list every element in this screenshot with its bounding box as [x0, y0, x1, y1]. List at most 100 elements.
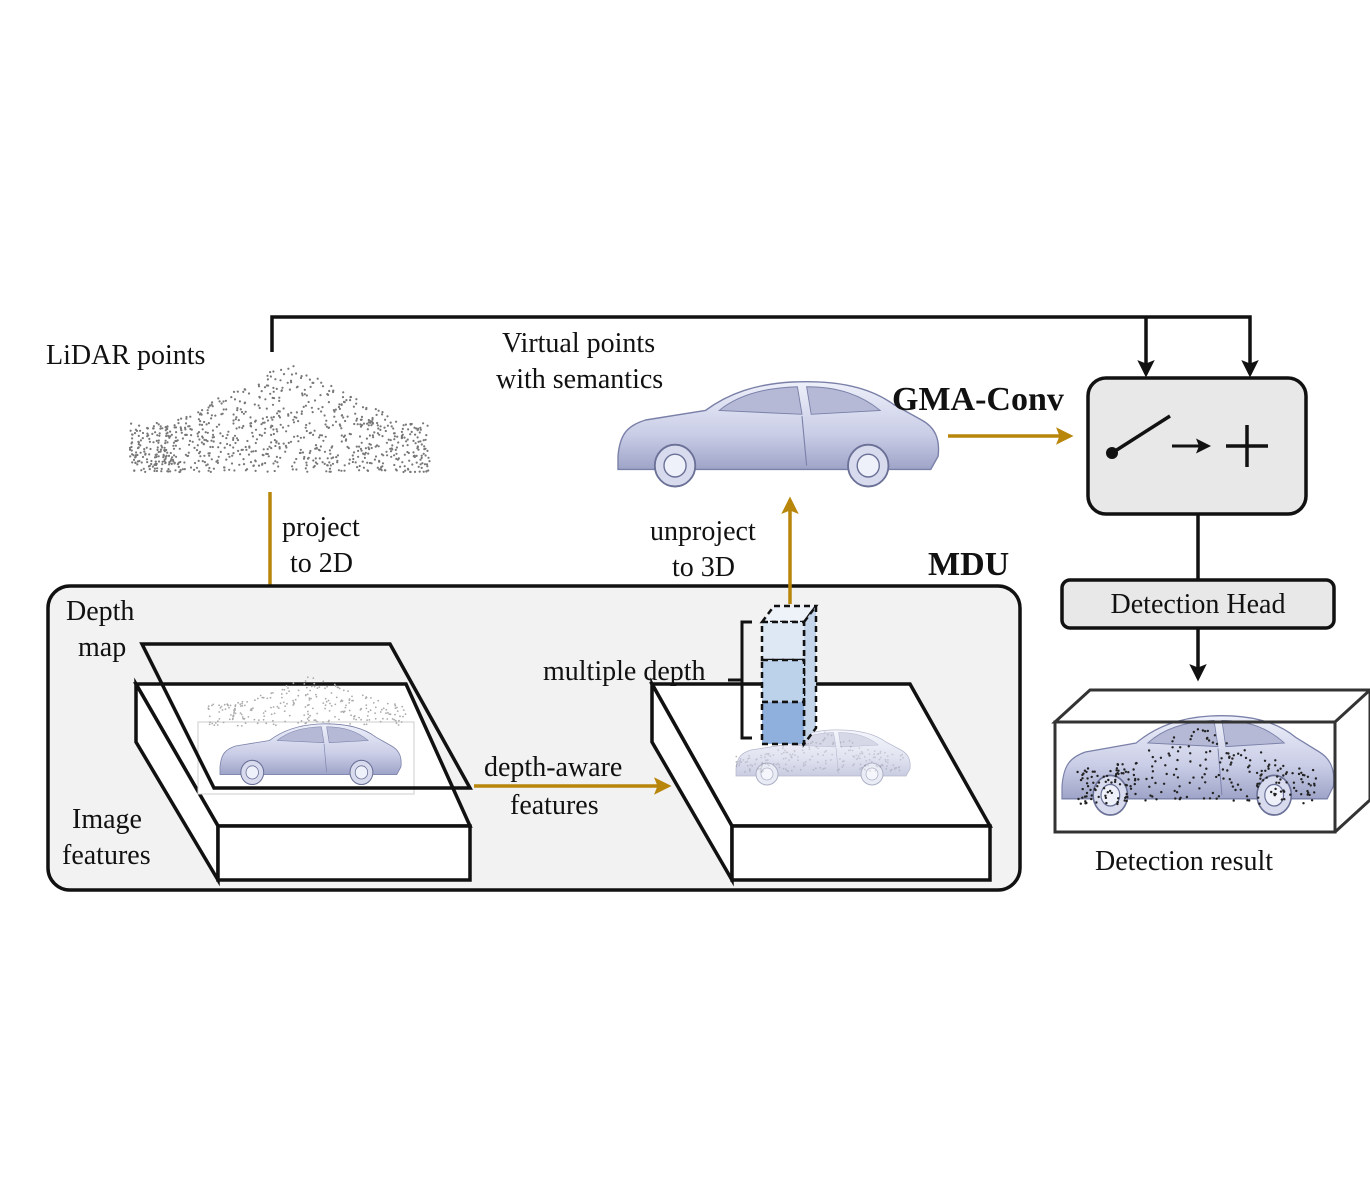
lidar-point [393, 438, 396, 441]
depth-point [304, 722, 307, 725]
depth-point [355, 718, 357, 721]
lidar-point [150, 459, 153, 463]
result-point [1093, 770, 1096, 773]
result-point [1085, 801, 1088, 805]
result-point [1239, 754, 1243, 757]
lidar-point [352, 457, 355, 461]
result-point [1081, 773, 1084, 777]
lidar-point [406, 444, 409, 447]
lidar-point [367, 452, 370, 455]
lidar-point [358, 435, 362, 438]
lidar-point [233, 398, 237, 401]
result-point [1230, 761, 1233, 764]
lidar-point [164, 442, 167, 445]
result-point [1258, 802, 1261, 805]
lidar-point [205, 464, 208, 467]
lidar-point [328, 449, 331, 452]
result-point [1259, 777, 1262, 780]
depth-point [305, 686, 308, 689]
lidar-point [207, 469, 210, 472]
result-point [1311, 768, 1315, 772]
lidar-point [428, 460, 431, 463]
lidar-point [215, 425, 218, 428]
lidar-point [360, 415, 364, 418]
lidar-point [145, 458, 149, 461]
lidar-point [386, 424, 389, 427]
result-point [1199, 764, 1202, 767]
result-point [1125, 799, 1128, 803]
lidar-point [356, 423, 359, 426]
result-point [1232, 754, 1236, 757]
lidar-point [166, 425, 169, 428]
result-point [1246, 766, 1250, 769]
depth-point [365, 723, 368, 726]
depth-point [330, 692, 333, 694]
lidar-point [379, 428, 382, 431]
lidar-point [203, 461, 206, 464]
lidar-point [189, 466, 193, 469]
lidar-point [264, 462, 267, 465]
lidar-point [383, 469, 386, 472]
lidar-point [184, 422, 188, 425]
lidar-point [254, 459, 257, 462]
lidar-point [232, 452, 235, 455]
result-point [1313, 791, 1316, 794]
depth-point [239, 703, 242, 705]
lidar-point [203, 454, 206, 457]
lidar-point [263, 386, 267, 389]
depth-point [315, 693, 317, 696]
result-point [1144, 799, 1147, 802]
depth-bin-3 [760, 700, 806, 746]
result-point [1263, 759, 1267, 762]
result-point [1079, 802, 1083, 805]
lidar-point [155, 462, 158, 465]
lidar-point [341, 396, 345, 399]
lidar-point [307, 400, 310, 404]
lidar-point [416, 436, 419, 439]
lidar-point [291, 468, 294, 471]
lidar-point [266, 448, 269, 451]
depth-point [272, 723, 275, 726]
lidar-point [139, 439, 142, 442]
result-point [1185, 795, 1189, 799]
lidar-point [314, 444, 318, 447]
result-point [1133, 782, 1137, 786]
depth-point [328, 710, 331, 712]
depth-point [297, 694, 300, 697]
lidar-point [289, 440, 293, 443]
lidar-point [238, 400, 241, 403]
lidar-point [139, 429, 142, 432]
lidar-point [174, 439, 177, 443]
lidar-point [278, 396, 281, 399]
result-point [1176, 776, 1180, 779]
lidar-point [272, 390, 275, 393]
depth-point [218, 704, 221, 707]
lidar-point [135, 451, 138, 454]
lidar-point [295, 411, 298, 414]
lidar-point [273, 439, 276, 442]
result-point [1192, 730, 1196, 734]
lidar-point [320, 434, 324, 437]
lidar-point [197, 418, 200, 421]
lidar-point [228, 455, 231, 458]
depth-point [369, 709, 372, 712]
lidar-point [299, 376, 303, 380]
lidar-point [217, 446, 220, 449]
lidar-point [223, 466, 226, 469]
result-point [1310, 799, 1314, 802]
depth-point [269, 696, 272, 699]
lidar-point [267, 455, 270, 458]
lidar-point [276, 461, 279, 464]
lidar-point [132, 458, 136, 461]
result-point [1220, 757, 1223, 760]
lidar-point [265, 452, 268, 455]
lidar-point [293, 461, 296, 464]
result-point [1104, 796, 1108, 800]
lidar-point [260, 434, 263, 437]
depth-point [318, 686, 321, 688]
depth-point [401, 705, 404, 708]
lidar-point [381, 411, 384, 414]
lidar-point [401, 461, 404, 464]
lidar-point [292, 421, 296, 424]
result-point [1221, 768, 1225, 771]
